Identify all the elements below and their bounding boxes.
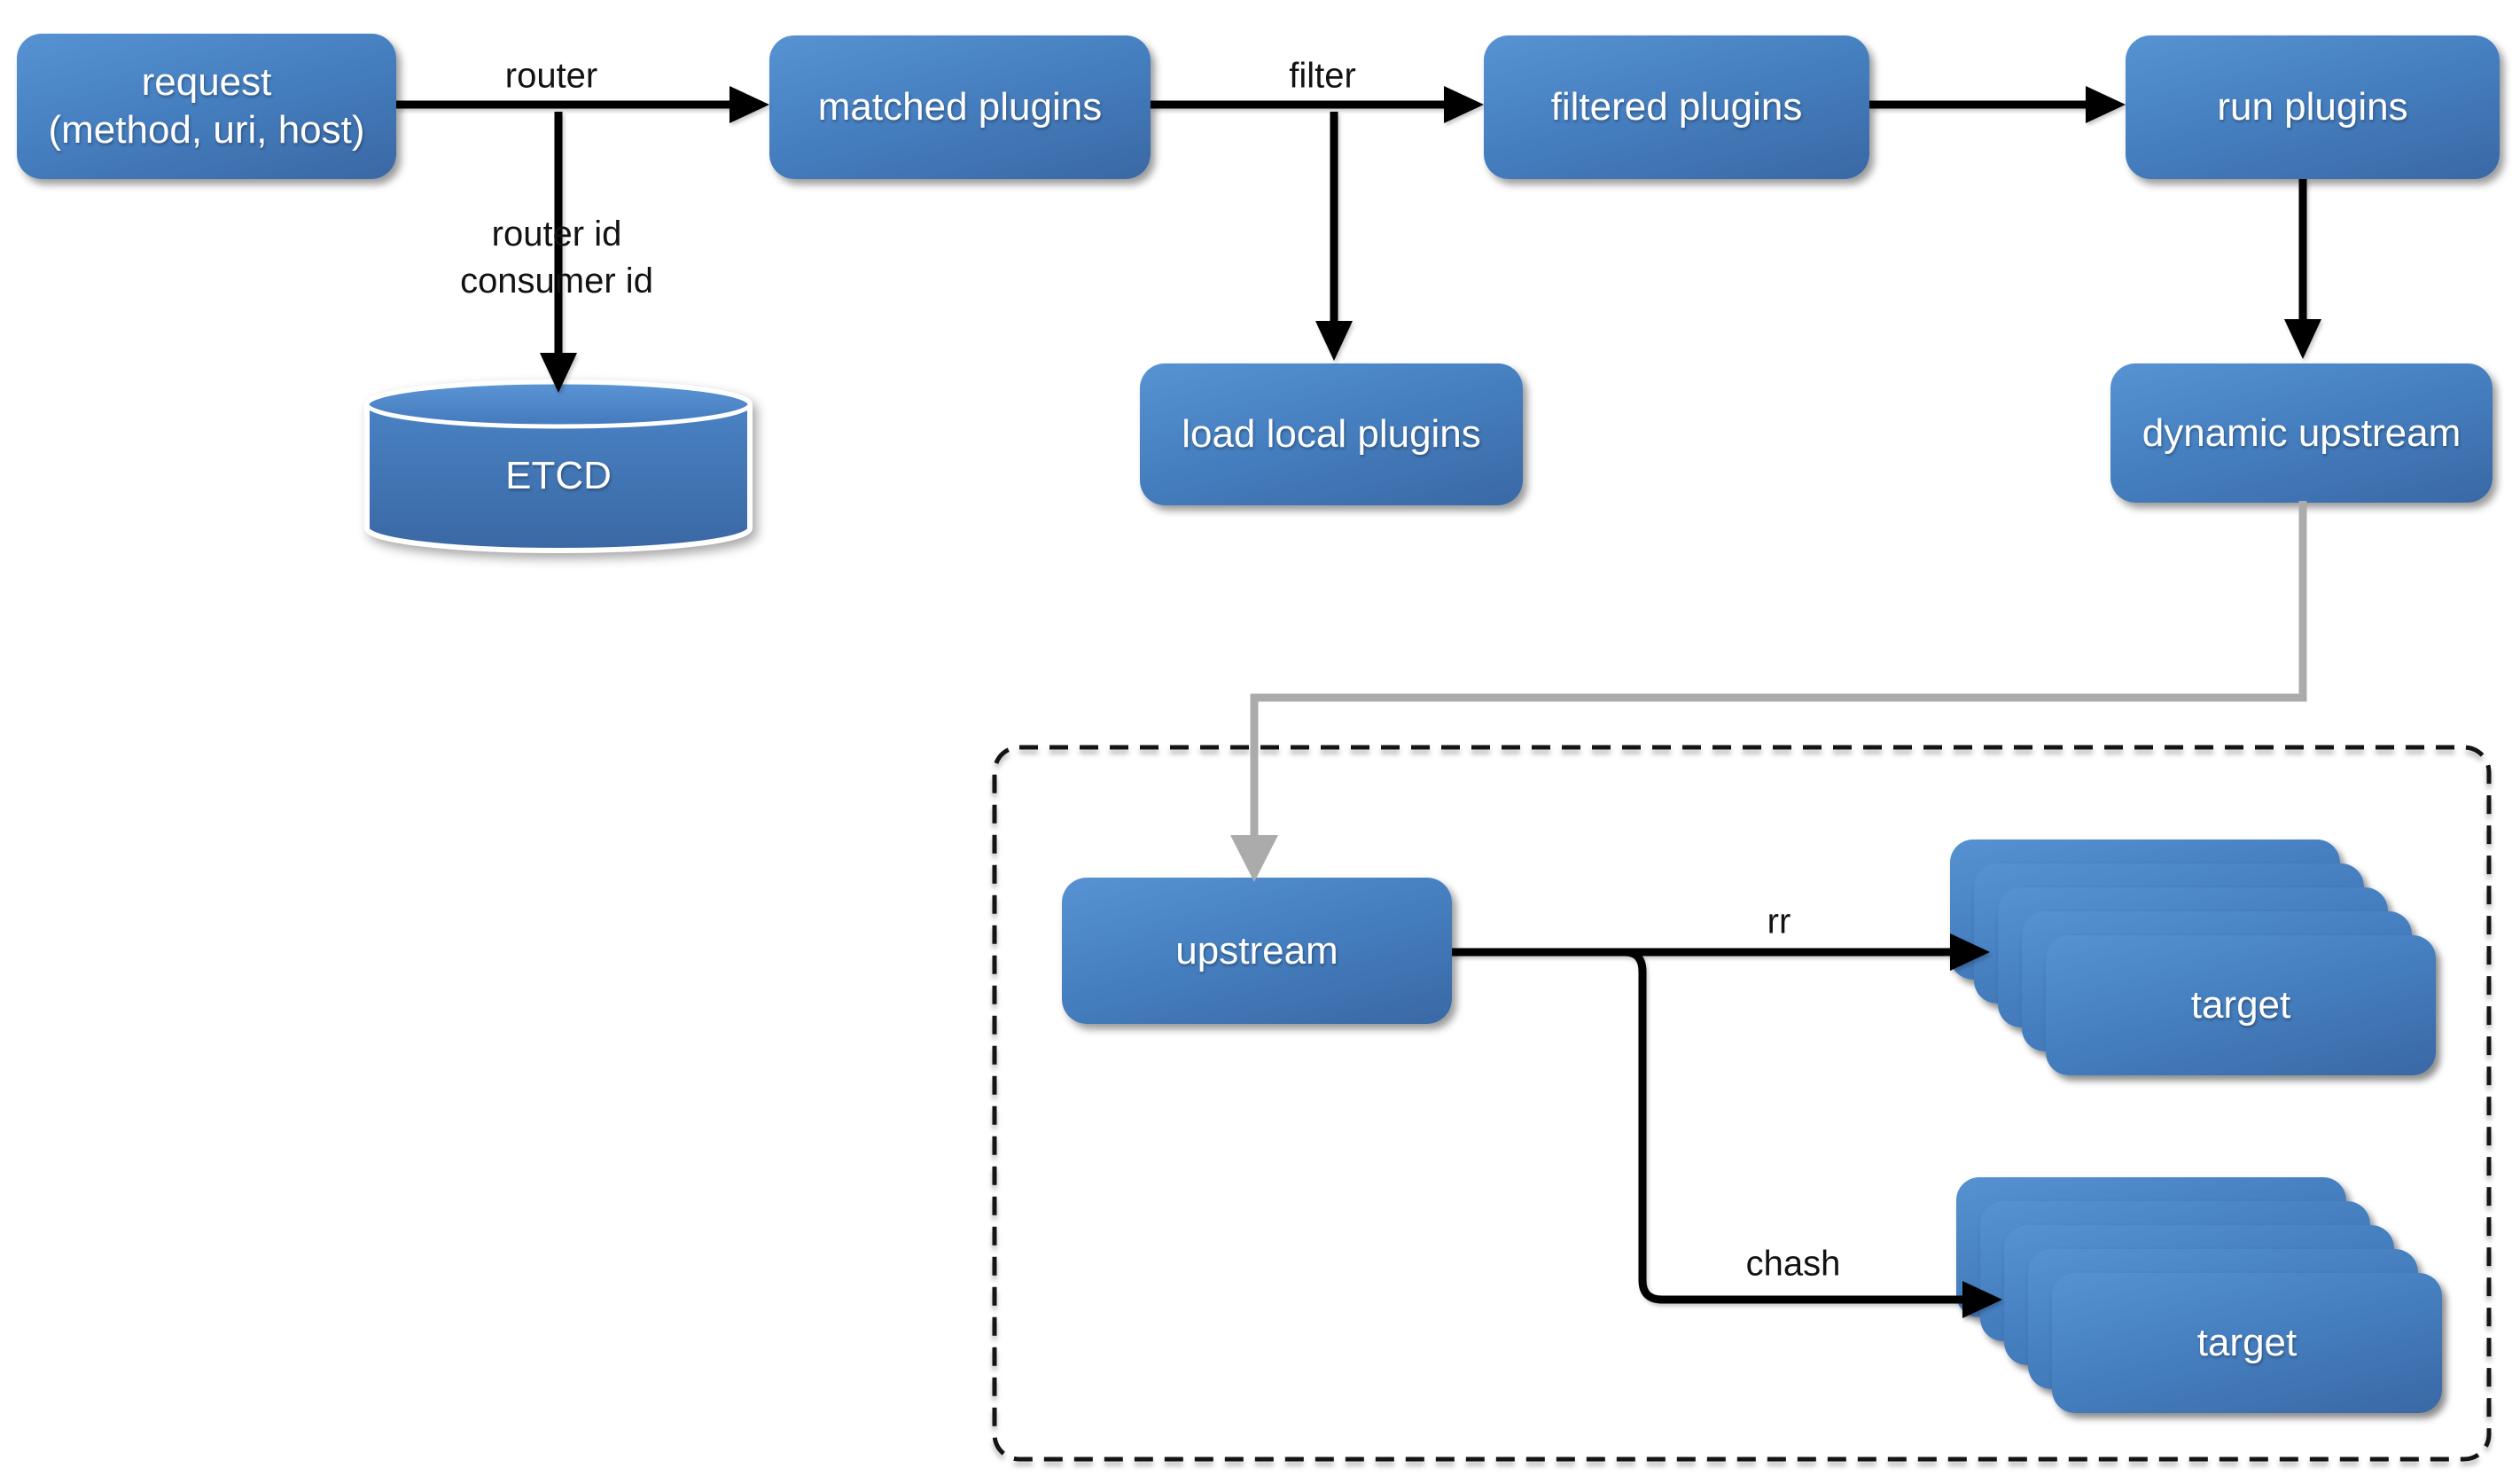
node-load-local-plugins: load local plugins <box>1140 363 1523 505</box>
node-etcd: ETCD <box>353 376 764 558</box>
node-dynamic-upstream: dynamic upstream <box>2110 363 2493 503</box>
target-card-front: target <box>2046 935 2436 1075</box>
target-stack-chash: target <box>1956 1177 2442 1413</box>
arrowhead-dynamic-upstream-to-upstream <box>1230 835 1278 882</box>
node-filtered-plugins-label: filtered plugins <box>1550 85 1803 129</box>
node-upstream: upstream <box>1062 878 1452 1024</box>
node-request-label-line2: (method, uri, host) <box>48 108 365 152</box>
node-run-plugins-label: run plugins <box>2217 85 2408 129</box>
edge-dynamic-upstream-to-upstream <box>1250 501 2307 835</box>
node-filtered-plugins: filtered plugins <box>1484 35 1869 179</box>
arrowhead-request-to-matched-plugins <box>729 86 769 123</box>
node-matched-plugins-label: matched plugins <box>817 85 1103 129</box>
target-chash-label: target <box>2196 1321 2298 1364</box>
node-request-label-line1: request <box>141 60 272 105</box>
arrowhead-run-plugins-to-dynamic-upstream <box>2284 319 2321 359</box>
edge-label-router: router <box>504 56 598 96</box>
target-stack-rr: target <box>1950 840 2436 1075</box>
edge-label-router-consumer-id: router id consumer id <box>460 211 653 305</box>
node-dynamic-upstream-label: dynamic upstream <box>2142 410 2461 455</box>
arrowhead-matched-to-filtered-plugins <box>1444 86 1484 123</box>
edge-label-consumer-id: consumer id <box>460 262 653 301</box>
arrowhead-filter-to-load-local-plugins <box>1315 321 1353 361</box>
node-etcd-label: ETCD <box>505 454 612 497</box>
edge-label-chash: chash <box>1745 1244 1841 1284</box>
node-request: request (method, uri, host) <box>17 34 396 179</box>
target-rr-label: target <box>2190 983 2291 1027</box>
node-upstream-label: upstream <box>1175 928 1338 972</box>
node-load-local-plugins-label: load local plugins <box>1182 412 1481 457</box>
arrowhead-filtered-to-run-plugins <box>2086 86 2126 123</box>
target-card-front: target <box>2052 1273 2442 1413</box>
edge-label-rr: rr <box>1767 902 1791 941</box>
node-run-plugins: run plugins <box>2126 35 2500 179</box>
node-matched-plugins: matched plugins <box>769 35 1151 179</box>
edge-label-filter: filter <box>1289 56 1356 96</box>
edge-label-router-id: router id <box>491 215 622 254</box>
